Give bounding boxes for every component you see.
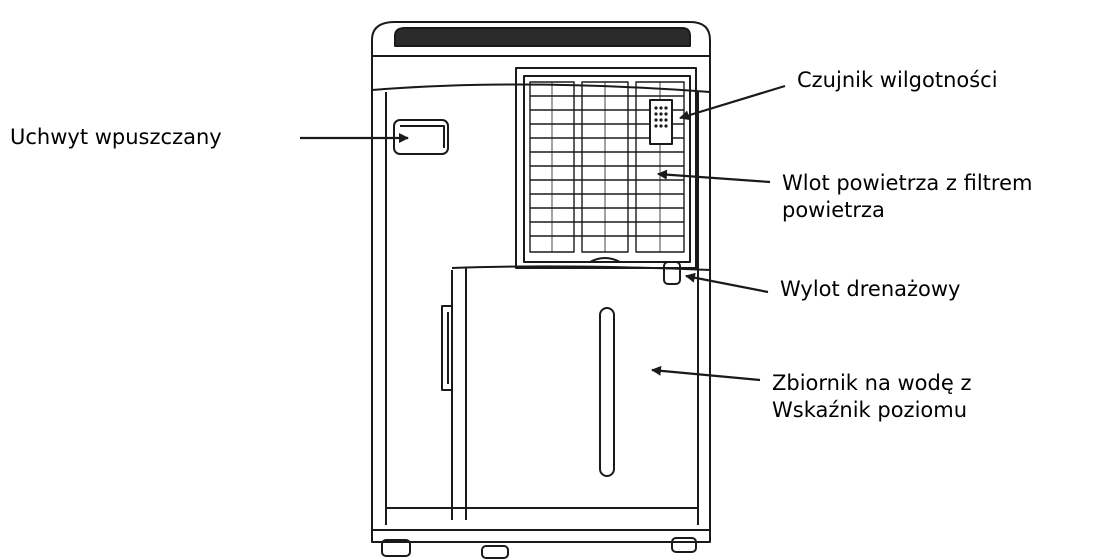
label-humidity-sensor-text: Czujnik wilgotności [797, 68, 998, 92]
label-drain-outlet-text: Wylot drenażowy [780, 277, 961, 301]
side-handle [441, 305, 452, 391]
top-vent-panel [394, 27, 691, 47]
arrow-water-tank [651, 365, 761, 382]
arrow-air-inlet [657, 169, 771, 184]
label-air-inlet: Wlot powietrza z filtrem powietrza [782, 170, 1032, 224]
label-water-tank: Zbiornik na wodę z Wskaźnik poziomu [772, 370, 971, 424]
humidity-sensor-block [649, 99, 673, 145]
label-drain-outlet: Wylot drenażowy [780, 276, 961, 303]
drain-outlet [663, 261, 681, 285]
base-plinth [371, 530, 711, 543]
label-humidity-sensor: Czujnik wilgotności [797, 67, 998, 94]
top-shoulder [371, 83, 711, 93]
arrow-drain-outlet [685, 272, 769, 294]
recessed-handle-inner [400, 125, 445, 148]
grille-frame [515, 67, 697, 269]
label-air-inlet-line2: powietrza [782, 198, 885, 222]
dehumidifier-drawing [371, 21, 711, 559]
grille-frame-inner [523, 75, 691, 263]
label-recessed-handle: Uchwyt wpuszczany [10, 124, 222, 151]
arrow-humidity-sensor [679, 84, 786, 121]
body-outline [371, 90, 711, 531]
label-air-inlet-line1: Wlot powietrza z filtrem [782, 171, 1033, 195]
grille-tab [589, 257, 621, 263]
label-water-tank-line1: Zbiornik na wodę z [772, 371, 972, 395]
top-cover [371, 21, 711, 92]
caster-wheels [381, 537, 697, 559]
label-recessed-handle-text: Uchwyt wpuszczany [10, 125, 222, 149]
tank-top-line [451, 265, 711, 271]
water-level-window [599, 307, 615, 477]
label-water-tank-line2: Wskaźnik poziomu [772, 398, 968, 422]
callout-arrows [300, 84, 786, 382]
humidity-sensor-dots [654, 106, 668, 128]
